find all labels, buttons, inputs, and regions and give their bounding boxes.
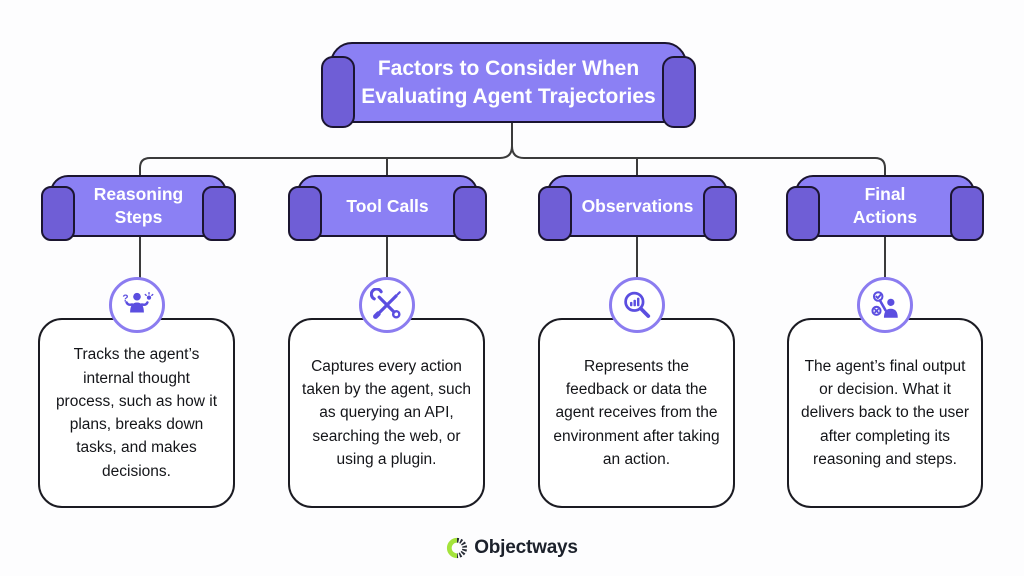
description-card-tool-calls: Captures every action taken by the agent… <box>288 318 485 508</box>
brand-name: Objectways <box>474 537 578 558</box>
branch-box-final-actions: Final Actions <box>786 175 984 241</box>
magnifier-bar-chart-icon <box>609 277 665 333</box>
question-lightbulb-person-icon: ? <box>109 277 165 333</box>
footer-brand: Objectways <box>0 537 1024 559</box>
branch-label: Final Actions <box>852 184 918 227</box>
branch-label: Reasoning Steps <box>93 184 184 227</box>
description-card-reasoning-steps: Tracks the agent’s internal thought proc… <box>38 318 235 508</box>
description-text: The agent’s final output or decision. Wh… <box>801 357 970 468</box>
diagram-title: Factors to Consider When Evaluating Agen… <box>361 57 656 108</box>
svg-text:?: ? <box>122 293 128 304</box>
branch-box-observations: Observations <box>538 175 737 241</box>
branch-label: Tool Calls <box>346 195 429 216</box>
description-text: Tracks the agent’s internal thought proc… <box>55 346 218 480</box>
title-box: Factors to Consider When Evaluating Agen… <box>321 42 696 128</box>
objectways-logo-icon <box>447 537 468 559</box>
branch-box-tool-calls: Tool Calls <box>288 175 487 241</box>
description-text: Captures every action taken by the agent… <box>302 357 471 468</box>
description-text: Represents the feedback or data the agen… <box>553 357 720 468</box>
description-card-final-actions: The agent’s final output or decision. Wh… <box>787 318 983 508</box>
description-card-observations: Represents the feedback or data the agen… <box>538 318 735 508</box>
branch-box-reasoning-steps: Reasoning Steps <box>41 175 236 241</box>
person-check-cross-icon <box>857 277 913 333</box>
branch-label: Observations <box>581 195 694 216</box>
wrench-screwdriver-icon <box>359 277 415 333</box>
